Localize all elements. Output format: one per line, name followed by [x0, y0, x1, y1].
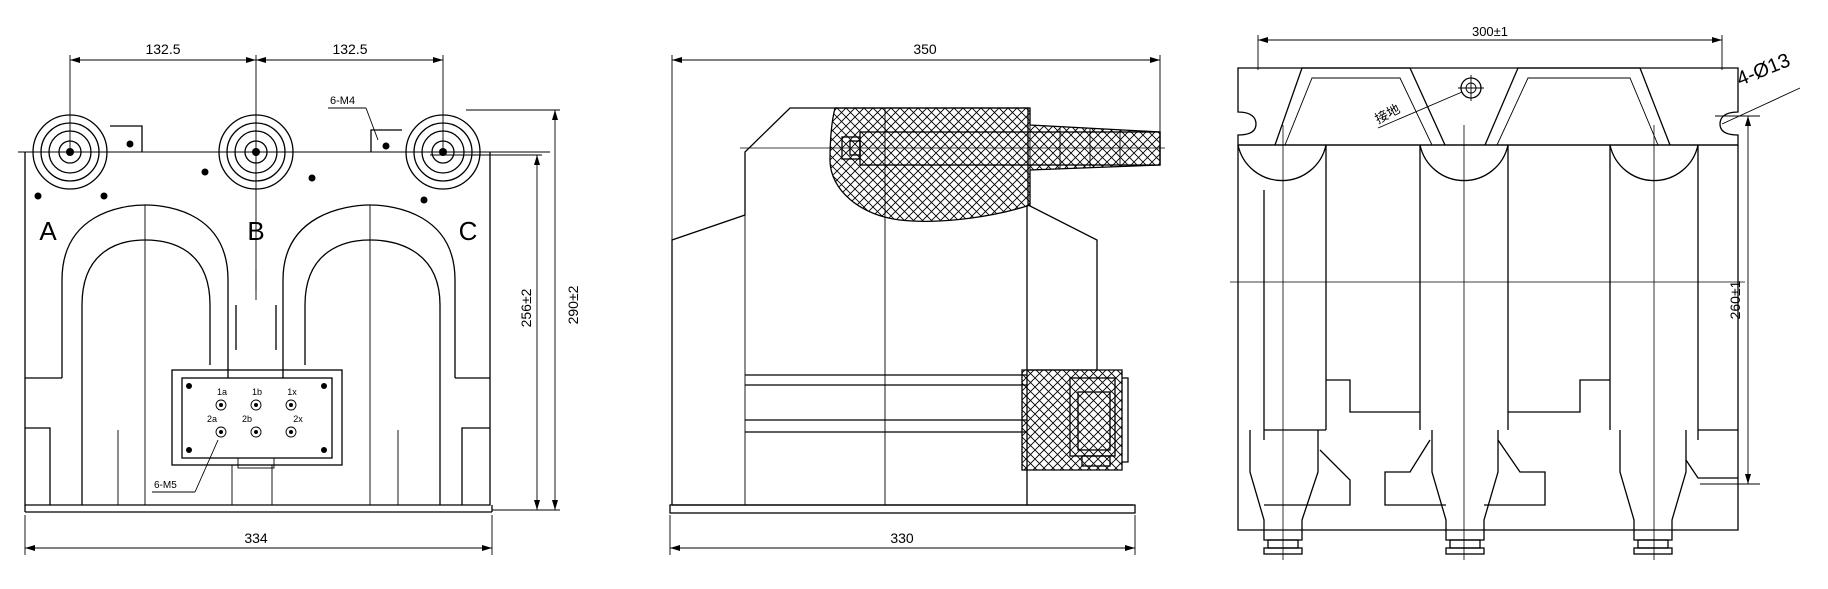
callout-6-m4: 6-M4: [330, 95, 355, 107]
bushing-b: [218, 114, 294, 190]
core-windows: [25, 204, 490, 505]
terminal-1a: 1a: [217, 387, 227, 397]
dim-290: 290±2: [565, 285, 581, 324]
phase-label-b: B: [247, 216, 264, 246]
secondary-box-hatch: [1021, 369, 1123, 471]
callout-6-m5: 6-M5: [154, 480, 177, 491]
dim-132-5-left: 132.5: [145, 41, 180, 57]
dim-132-5-right: 132.5: [332, 41, 367, 57]
terminal-2a: 2a: [207, 414, 217, 424]
terminal-2b: 2b: [242, 414, 252, 424]
bushing-c: [405, 114, 481, 190]
lower-bushing-b: [1384, 430, 1546, 555]
lower-bushing-c: [1619, 430, 1738, 555]
callout-4-13: 4-Ø13: [1734, 49, 1794, 90]
dim-334: 334: [244, 530, 268, 546]
dim-256: 256±2: [518, 288, 534, 327]
callout-ground: 接地: [1372, 101, 1402, 126]
dim-260: 260±1: [1727, 280, 1743, 319]
phase-label-c: C: [459, 216, 478, 246]
bushing-a: [32, 114, 108, 190]
dim-330: 330: [890, 530, 914, 546]
secondary-terminal-box: 1a 1b 1x 2a 2b 2x: [171, 369, 343, 469]
terminal-1b: 1b: [252, 387, 262, 397]
front-view: 132.5 132.5: [18, 41, 581, 555]
dim-300: 300±1: [1472, 24, 1508, 39]
top-view: 300±1 接地 4-Ø13: [1230, 24, 1801, 560]
m4-bolts: [34, 140, 428, 204]
phase-label-a: A: [39, 216, 57, 246]
side-view: 350 330: [669, 41, 1165, 555]
dim-350: 350: [913, 41, 937, 57]
terminal-1x: 1x: [287, 387, 297, 397]
lower-bushing-a: [1249, 430, 1351, 555]
terminal-2x: 2x: [293, 414, 303, 424]
